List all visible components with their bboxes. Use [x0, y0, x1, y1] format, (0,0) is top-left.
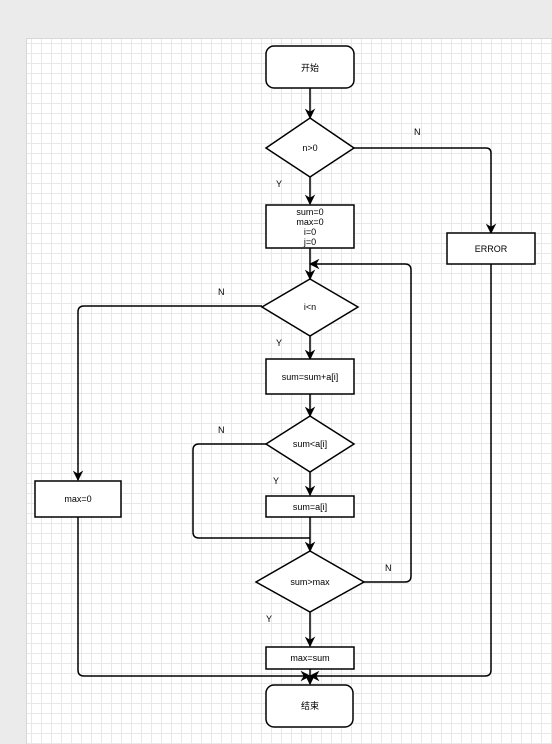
node-end-label: 结束: [301, 700, 319, 711]
node-error[interactable]: ERROR: [446, 232, 536, 265]
edge-cond-n-no: [354, 147, 497, 235]
edge-max-zero-to-end: [77, 517, 312, 682]
node-init-line-4: j=0: [303, 237, 316, 247]
node-init[interactable]: sum=0 max=0 i=0 j=0: [265, 204, 355, 249]
edges: [72, 88, 497, 686]
node-sum-set[interactable]: sum=a[i]: [265, 495, 355, 518]
label-cond-n-yes: Y: [276, 179, 282, 189]
node-max-set[interactable]: max=sum: [265, 646, 355, 670]
node-start[interactable]: 开始: [265, 45, 355, 89]
edge-cond-i-no: [72, 305, 262, 482]
label-cond-lt-no: N: [218, 425, 225, 435]
node-max-zero[interactable]: max=0: [34, 480, 122, 518]
node-cond-sum-gt[interactable]: sum>max: [254, 550, 366, 613]
node-init-line-2: max=0: [296, 217, 323, 227]
label-cond-lt-yes: Y: [273, 476, 279, 486]
node-error-label: ERROR: [475, 244, 508, 254]
node-sum-add-label: sum=sum+a[i]: [282, 372, 339, 382]
label-cond-n-no: N: [414, 127, 421, 137]
edge-labels: N Y N Y N Y N Y: [218, 127, 421, 624]
edge-cond-lt-no: [192, 443, 310, 539]
node-init-line-3: i=0: [304, 227, 316, 237]
node-cond-i-label: i<n: [304, 302, 316, 312]
node-cond-i[interactable]: i<n: [260, 278, 360, 337]
node-cond-sum-gt-label: sum>max: [290, 577, 330, 587]
node-end[interactable]: 结束: [265, 684, 354, 728]
edge-cond-gt-no-loop: [308, 258, 412, 583]
node-cond-n-label: n>0: [302, 143, 317, 153]
node-start-label: 开始: [301, 62, 319, 73]
edge-error-to-end: [308, 264, 492, 682]
node-init-line-1: sum=0: [296, 207, 323, 217]
node-sum-add[interactable]: sum=sum+a[i]: [265, 358, 355, 395]
label-cond-gt-yes: Y: [266, 614, 272, 624]
node-cond-n[interactable]: n>0: [264, 117, 356, 178]
node-sum-set-label: sum=a[i]: [293, 502, 327, 512]
node-cond-sum-lt-label: sum<a[i]: [293, 439, 327, 449]
node-max-set-label: max=sum: [290, 653, 329, 663]
label-cond-i-yes: Y: [276, 338, 282, 348]
node-max-zero-label: max=0: [64, 494, 91, 504]
label-cond-i-no: N: [218, 287, 225, 297]
label-cond-gt-no: N: [385, 563, 392, 573]
node-cond-sum-lt[interactable]: sum<a[i]: [264, 415, 356, 473]
